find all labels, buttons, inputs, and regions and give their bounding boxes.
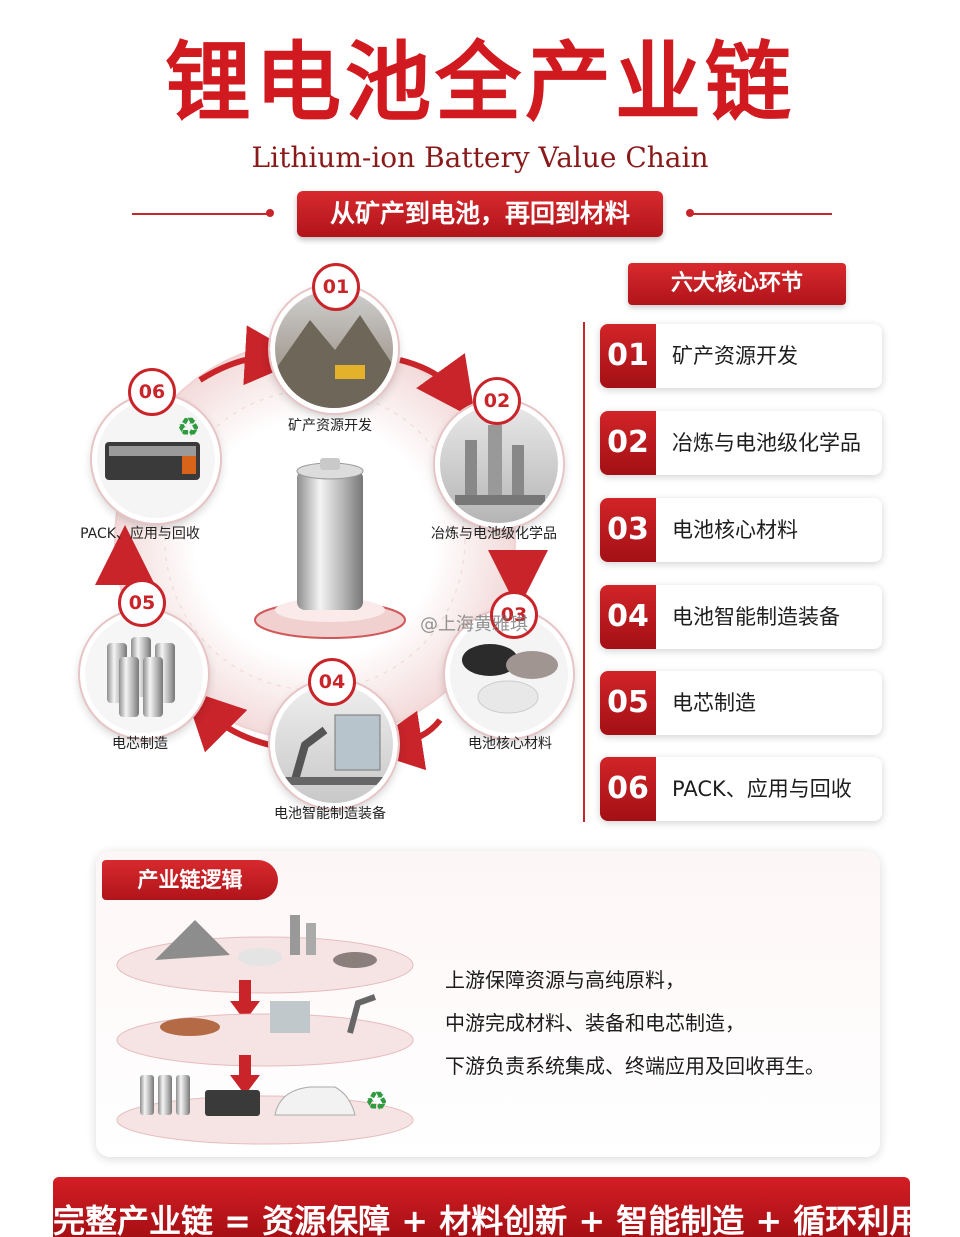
battery-cell-icon bbox=[140, 1075, 154, 1115]
logic-line-upstream: 上游保障资源与高纯原料， bbox=[445, 968, 685, 992]
six-core-title: 六大核心环节 bbox=[628, 263, 846, 305]
six-core-timeline bbox=[583, 322, 585, 822]
factory-icon bbox=[290, 915, 300, 955]
step-label: PACK、应用与回收 bbox=[672, 777, 852, 801]
industry-layers-illustration: ♻ bbox=[116, 915, 414, 1145]
step-row-04: 04 电池智能制造装备 bbox=[600, 585, 882, 649]
watermark: @上海黄雅琪 bbox=[420, 614, 528, 635]
step-number: 03 bbox=[600, 498, 656, 562]
arrow-down-icon bbox=[230, 1075, 260, 1095]
node-badge-05: 05 bbox=[118, 579, 166, 627]
divider-dot-left bbox=[266, 209, 274, 217]
node-cell-image bbox=[80, 610, 208, 738]
robot-arm-icon bbox=[285, 714, 385, 785]
node-label-02: 冶炼与电池级化学品 bbox=[431, 526, 557, 542]
page-subtitle: Lithium-ion Battery Value Chain bbox=[251, 141, 709, 174]
node-refinery-image bbox=[435, 400, 563, 528]
step-label: 电池智能制造装备 bbox=[672, 605, 840, 629]
step-label: 电芯制造 bbox=[672, 691, 756, 715]
step-row-03: 03 电池核心材料 bbox=[600, 498, 882, 562]
step-row-06: 06 PACK、应用与回收 bbox=[600, 757, 882, 821]
step-number: 02 bbox=[600, 411, 656, 475]
arrow-down-icon bbox=[230, 1001, 260, 1021]
node-label-04: 电池智能制造装备 bbox=[274, 806, 386, 822]
svg-text:♻: ♻ bbox=[177, 413, 200, 443]
logic-line-midstream: 中游完成材料、装备和电芯制造， bbox=[445, 1011, 745, 1035]
step-number: 01 bbox=[600, 324, 656, 388]
cylinder-cells-icon bbox=[107, 637, 175, 717]
node-badge-04: 04 bbox=[308, 658, 356, 706]
battery-pack-icon bbox=[205, 1090, 260, 1116]
node-badge-06: 06 bbox=[128, 368, 176, 416]
step-label: 电池核心材料 bbox=[672, 518, 798, 542]
step-label: 冶炼与电池级化学品 bbox=[672, 431, 861, 455]
recycle-icon: ♻ bbox=[365, 1087, 388, 1117]
node-label-06: PACK、应用与回收 bbox=[80, 526, 200, 542]
logic-line-downstream: 下游负责系统集成、终端应用及回收再生。 bbox=[445, 1054, 825, 1078]
step-row-01: 01 矿产资源开发 bbox=[600, 324, 882, 388]
logic-tag: 产业链逻辑 bbox=[102, 860, 278, 900]
battery-cell-icon bbox=[297, 470, 363, 610]
node-badge-01: 01 bbox=[312, 263, 360, 311]
robot-arm-icon bbox=[270, 1001, 310, 1033]
node-mining-image bbox=[270, 285, 398, 413]
divider-left bbox=[132, 213, 270, 215]
battery-pack-icon: ♻ bbox=[105, 413, 200, 480]
step-number: 06 bbox=[600, 757, 656, 821]
mountain-icon bbox=[155, 920, 230, 960]
factory-icon bbox=[455, 425, 545, 505]
node-badge-02: 02 bbox=[473, 377, 521, 425]
node-label-03: 电池核心材料 bbox=[468, 736, 552, 752]
node-badge-03: 03 bbox=[490, 591, 538, 639]
node-label-01: 矿产资源开发 bbox=[288, 418, 372, 434]
powder-icon bbox=[462, 644, 558, 714]
node-label-05: 电芯制造 bbox=[112, 736, 168, 752]
footer-formula: 完整产业链 = 资源保障 + 材料创新 + 智能制造 + 循环利用 bbox=[53, 1177, 910, 1237]
step-label: 矿产资源开发 bbox=[672, 344, 798, 368]
step-number: 04 bbox=[600, 585, 656, 649]
step-row-02: 02 冶炼与电池级化学品 bbox=[600, 411, 882, 475]
car-icon bbox=[274, 1086, 356, 1116]
mountain-icon bbox=[275, 315, 393, 408]
page-title: 锂电池全产业链 bbox=[165, 33, 795, 133]
divider-right bbox=[692, 213, 832, 215]
step-number: 05 bbox=[600, 671, 656, 735]
step-row-05: 05 电芯制造 bbox=[600, 671, 882, 735]
tagline-banner: 从矿产到电池，再回到材料 bbox=[297, 191, 663, 237]
divider-dot-right bbox=[686, 209, 694, 217]
cycle-diagram: 01 矿产资源开发 02 冶炼与电池级化学品 03 电池核心材料 04 电池智能… bbox=[40, 255, 580, 835]
